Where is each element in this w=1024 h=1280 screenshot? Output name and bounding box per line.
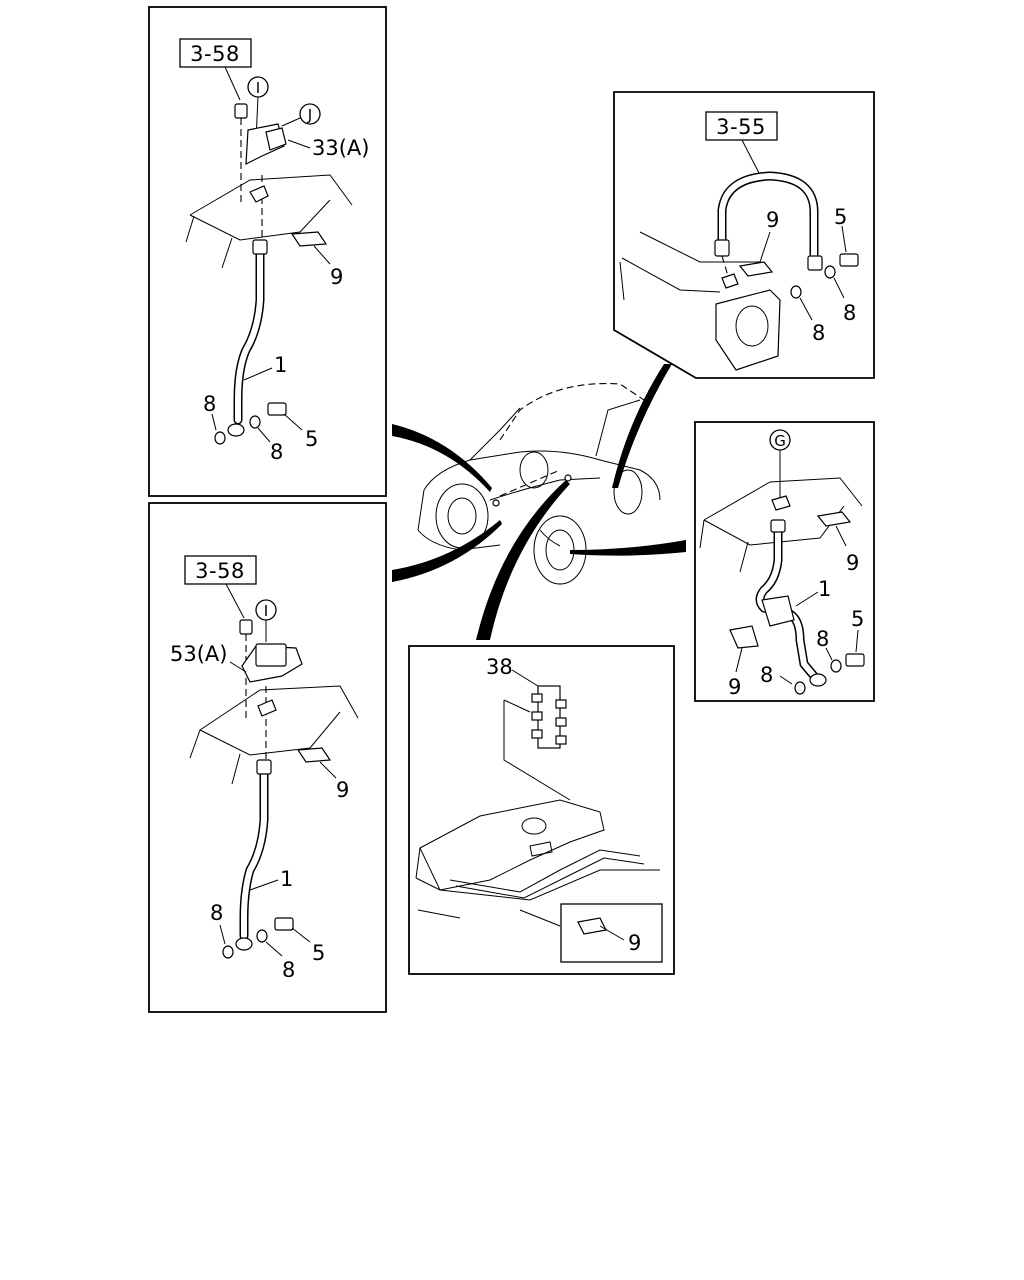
washer — [256, 929, 268, 943]
ref-box[interactable] — [705, 111, 778, 141]
part-callout: 8 — [816, 627, 829, 651]
washer — [249, 415, 261, 429]
marker-letter: J — [307, 106, 312, 124]
panel-junction-block: 38 9 — [408, 645, 675, 975]
part-callout: 1 — [274, 353, 287, 377]
swoosh-bottom-center — [476, 480, 570, 640]
marker-circle — [299, 103, 321, 125]
ref-box-label: 3-55 — [716, 115, 766, 139]
part-callout: 8 — [843, 301, 856, 325]
swoosh-mid-right — [570, 540, 686, 556]
part-callout: 38 — [486, 655, 513, 679]
part-callout: 9 — [846, 551, 859, 575]
panel-front-left-hose: 3-58 I J 33(A) 9 1 8 — [148, 6, 387, 497]
part-callout: 5 — [305, 427, 318, 451]
part-callout: 8 — [203, 392, 216, 416]
washer — [794, 681, 806, 695]
ref-box[interactable] — [184, 555, 257, 585]
panel-frame — [613, 91, 875, 379]
part-callout: 9 — [728, 675, 741, 699]
part-callout: 8 — [210, 901, 223, 925]
ref-box[interactable] — [179, 38, 252, 68]
panel-front-right-hose: 3-58 I 53(A) 9 1 8 8 5 — [148, 502, 387, 1013]
marker-letter: I — [256, 79, 260, 97]
junction-block — [531, 685, 567, 749]
part-callout: 8 — [760, 663, 773, 687]
ref-box-label: 3-58 — [195, 559, 245, 583]
part-callout: 33(A) — [312, 136, 369, 160]
part-callout: 1 — [818, 577, 831, 601]
part-callout: 1 — [280, 867, 293, 891]
part-callout: 53(A) — [170, 642, 227, 666]
panel-rear-hose: 3-55 9 5 8 8 — [613, 91, 875, 379]
part-callout: 5 — [834, 205, 847, 229]
inset-frame — [560, 903, 663, 963]
part-callout: 9 — [628, 931, 641, 955]
clip — [729, 625, 759, 649]
swoosh-bottom-left — [392, 520, 502, 582]
bolt — [234, 103, 248, 119]
washer — [790, 285, 802, 299]
bolt — [845, 653, 865, 667]
vehicle-outline — [417, 383, 661, 585]
ref-box-label: 3-58 — [190, 42, 240, 66]
part-callout: 8 — [812, 321, 825, 345]
part-callout: 9 — [330, 265, 343, 289]
part-callout: 9 — [766, 208, 779, 232]
clip — [738, 261, 774, 277]
part-callout: 9 — [336, 778, 349, 802]
bolt — [274, 917, 294, 931]
bolt — [267, 402, 287, 416]
washer — [214, 431, 226, 445]
washer — [222, 945, 234, 959]
part-callout: 5 — [312, 941, 325, 965]
part-callout: 8 — [270, 440, 283, 464]
marker-letter: G — [774, 432, 786, 450]
panel-frame — [694, 421, 875, 702]
swoosh-top-left — [392, 424, 492, 492]
bolt — [839, 253, 859, 267]
bolt — [239, 619, 253, 635]
washer — [830, 659, 842, 673]
part-callout: 5 — [851, 607, 864, 631]
clip — [296, 747, 332, 763]
clip — [816, 511, 852, 527]
swoosh-top-right — [612, 364, 672, 488]
marker-letter: I — [264, 602, 268, 620]
clip — [290, 231, 328, 247]
panel-frame — [148, 502, 387, 1013]
part-callout: 8 — [282, 958, 295, 982]
panel-rear-axle-hose: G 9 1 9 8 8 5 — [694, 421, 875, 702]
washer — [824, 265, 836, 279]
